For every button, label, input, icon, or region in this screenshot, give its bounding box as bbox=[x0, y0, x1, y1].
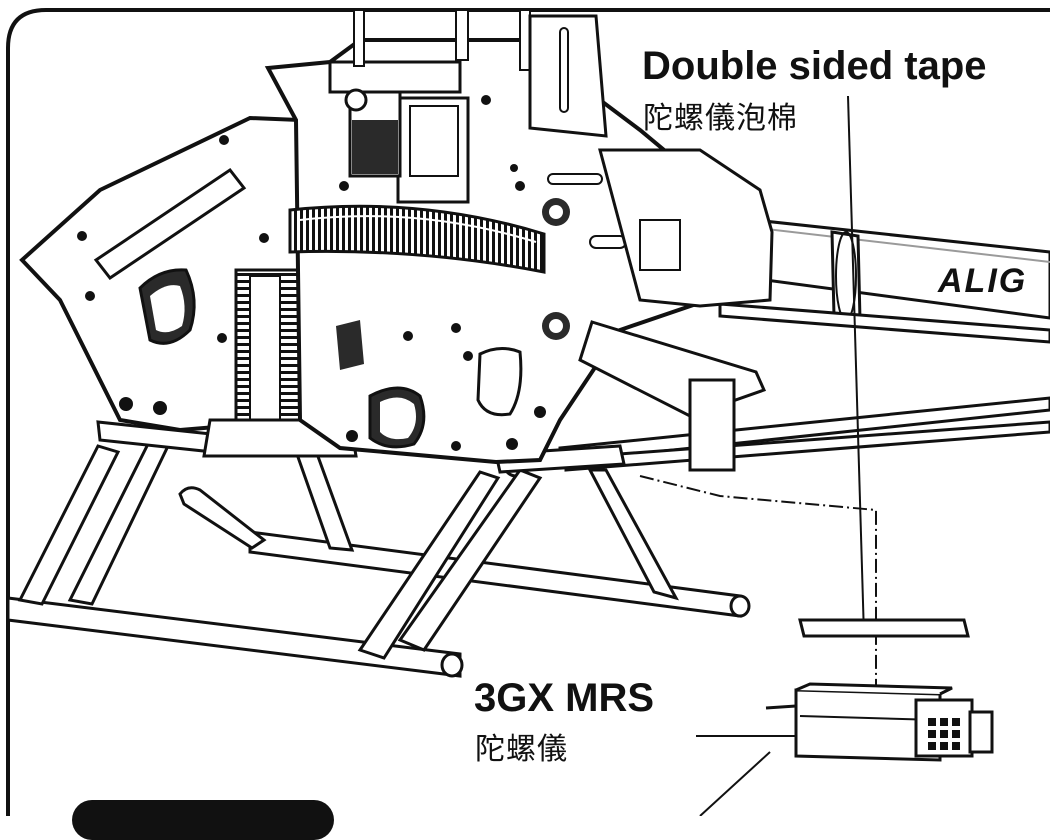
landing-skids bbox=[6, 420, 751, 678]
gyro-label-zh: 陀螺儀 bbox=[475, 732, 568, 767]
tape-label-en: Double sided tape bbox=[642, 44, 987, 88]
assembly-diagram: ALIG Double sided tape 陀螺儀泡棉 3GX MRS 陀螺儀 bbox=[6, 8, 1050, 840]
main-gear bbox=[288, 204, 546, 274]
gyro-label-en: 3GX MRS bbox=[474, 676, 655, 720]
boom-clamp bbox=[578, 148, 774, 472]
tape-pad bbox=[798, 618, 970, 638]
bottom-label-tab bbox=[72, 800, 334, 840]
gyro-unit bbox=[765, 682, 994, 762]
tape-label-zh: 陀螺儀泡棉 bbox=[643, 101, 798, 136]
diagram-drawing bbox=[6, 8, 1050, 816]
boom-logo-text: ALIG bbox=[938, 262, 1028, 300]
leader-lines bbox=[639, 95, 877, 816]
panel-frame bbox=[6, 8, 1050, 816]
servo-block bbox=[328, 9, 608, 204]
